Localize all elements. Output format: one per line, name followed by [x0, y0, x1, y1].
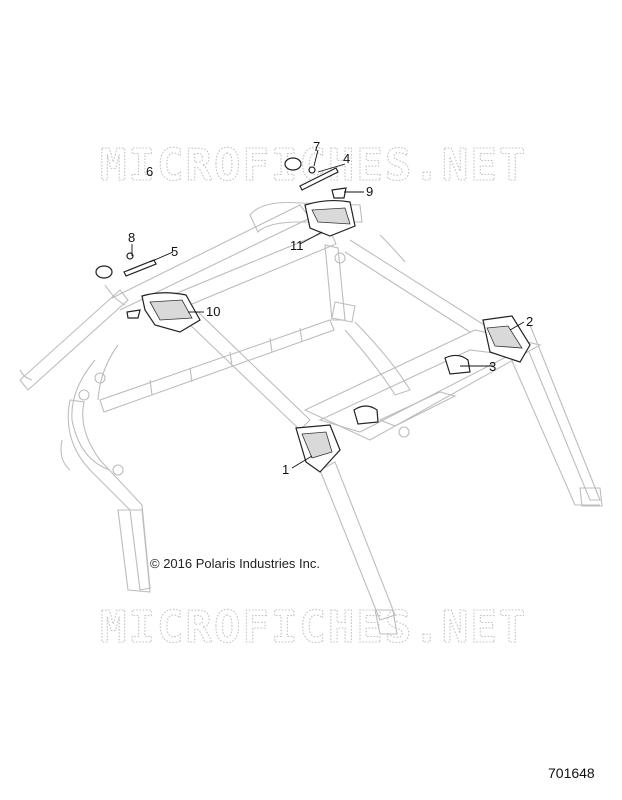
part-trim-left-top[interactable]: [141, 292, 201, 333]
callout-10: 10: [206, 304, 220, 319]
part-clamp-a[interactable]: [353, 354, 471, 425]
callout-3: 3: [489, 359, 496, 374]
watermark-bottom: MICROFICHES.NET: [100, 602, 527, 653]
callout-2: 2: [526, 314, 533, 329]
part-clip-9[interactable]: [331, 187, 347, 199]
callout-4: 4: [343, 151, 350, 166]
part-bracket-5[interactable]: [123, 252, 157, 277]
copyright-text: © 2016 Polaris Industries Inc.: [150, 556, 320, 571]
part-bracket-4[interactable]: [299, 166, 339, 191]
callout-8: 8: [128, 230, 135, 245]
part-trim-right-rear[interactable]: [482, 315, 531, 363]
callout-5: 5: [171, 244, 178, 259]
part-trim-front-center[interactable]: [295, 424, 341, 473]
callout-9: 9: [366, 184, 373, 199]
figure-number: 701648: [548, 765, 595, 781]
callout-1: 1: [282, 462, 289, 477]
part-trim-center-top[interactable]: [304, 199, 356, 237]
part-seal-6[interactable]: [95, 265, 113, 279]
callout-6: 6: [146, 164, 153, 179]
callout-11: 11: [290, 238, 304, 253]
part-seal-7[interactable]: [284, 157, 302, 171]
leader-lines: [131, 149, 525, 469]
part-clip-10-hardware[interactable]: [126, 309, 141, 319]
callout-7: 7: [313, 139, 320, 154]
